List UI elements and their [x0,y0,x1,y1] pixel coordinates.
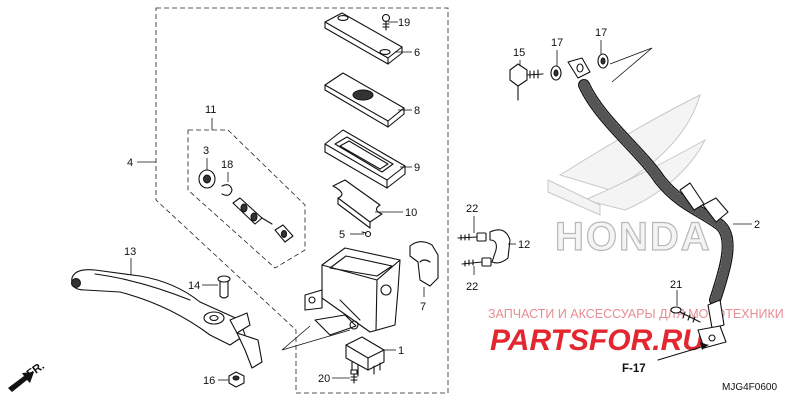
callout-15: 15 [513,47,525,59]
part-21-bolt [670,306,701,323]
part-19-screw [381,13,391,31]
part-7-holder [409,241,439,287]
part-16-nut [228,371,245,388]
part-18-circlip [221,184,233,196]
callout-22-lower: 22 [466,281,478,293]
assembly-11-outline [187,129,306,269]
callout-1: 1 [398,345,404,357]
callout-18: 18 [221,159,233,171]
callout-6: 6 [414,47,420,59]
leader-lines [130,21,752,381]
part-9-diaphragm [324,129,406,189]
callout-12: 12 [518,239,530,251]
callout-17-right: 17 [595,27,607,39]
part-3-boot [198,169,216,189]
callout-7: 7 [420,301,426,313]
part-12-clamp [489,229,511,264]
part-2-brake-hose [567,57,734,349]
callout-14: 14 [188,280,200,292]
callout-20: 20 [318,373,330,385]
callout-21: 21 [670,279,682,291]
callout-17-left: 17 [551,37,563,49]
part-22-bolt-lower [461,257,492,267]
part-10-float [332,179,383,229]
part-22-bolt-upper [457,232,487,242]
part-5-screw [361,230,372,238]
assembly-4-outline [155,7,449,394]
front-direction-arrow [8,372,34,392]
part-6-reservoir-cap [324,12,403,65]
part-15-banjo-bolt [509,63,544,101]
piston-set [232,197,294,243]
callout-11: 11 [205,104,216,116]
callout-22-upper: 22 [466,203,478,215]
shop-tagline-watermark: ЗАПЧАСТИ И АКСЕССУАРЫ ДЛЯ МОТОТЕХНИКИ [488,307,784,321]
callout-16: 16 [203,375,215,387]
callout-8: 8 [414,105,420,117]
master-cylinder-body [304,247,401,336]
part-20-screw [350,369,358,384]
callout-10: 10 [405,207,417,219]
callout-3: 3 [203,145,209,157]
callout-13: 13 [124,246,136,258]
callout-2: 2 [754,219,760,231]
diagram-code: MJG4F0600 [722,382,777,393]
shop-brand-watermark: PARTSFOR.RU [490,324,705,357]
part-8-diaphragm-plate [324,72,405,128]
part-17-washer-right [597,53,609,69]
callout-4: 4 [127,157,133,169]
part-17-washer-left [550,65,562,81]
callout-9: 9 [414,162,420,174]
part-14-pivot-bolt [217,275,231,299]
honda-logo-watermark: HONDA [555,215,712,259]
part-1-brake-switch [345,336,385,377]
part-13-brake-lever [71,269,263,369]
reference-f17: F-17 [622,363,646,375]
callout-19: 19 [398,17,410,29]
callout-5: 5 [339,229,345,241]
